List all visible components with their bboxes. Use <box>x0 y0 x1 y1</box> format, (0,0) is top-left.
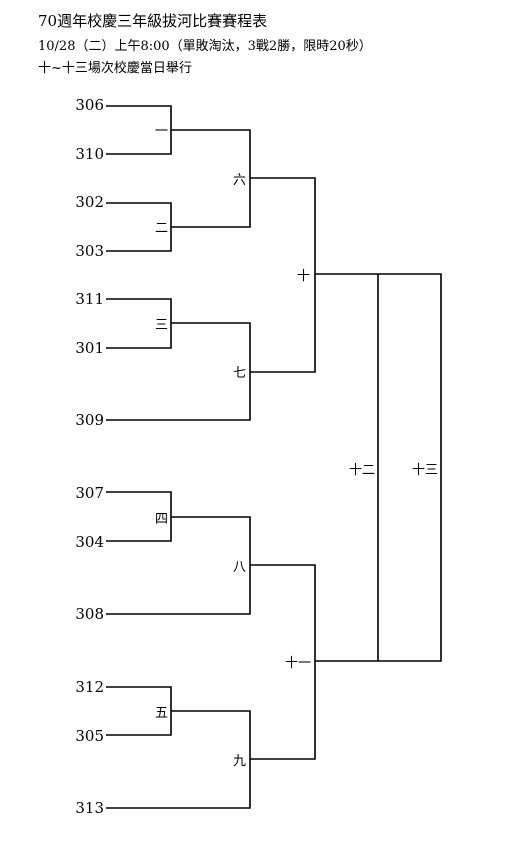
team-label: 311 <box>75 290 104 308</box>
team-label: 312 <box>75 678 104 696</box>
schedule-subtitle: 10/28（二）上午8:00（單敗淘汰，3戰2勝，限時20秒） <box>38 39 372 54</box>
team-label: 307 <box>75 484 104 502</box>
bracket-connector <box>106 322 251 421</box>
bracket-connector <box>250 177 316 373</box>
team-label: 309 <box>75 411 104 429</box>
bracket-connector <box>106 710 251 809</box>
match-label: 十三 <box>412 463 438 478</box>
schedule-note: 十~十三場次校慶當日舉行 <box>38 61 192 76</box>
match-label: 五 <box>155 706 168 721</box>
match-label: 三 <box>155 318 168 333</box>
match-label: 二 <box>155 221 168 236</box>
match-label: 十二 <box>349 463 375 478</box>
match-label: 六 <box>233 173 246 188</box>
bracket-connector <box>250 564 316 760</box>
match-label: 九 <box>233 754 246 769</box>
match-label: 十 <box>297 269 310 284</box>
team-label: 313 <box>75 799 104 817</box>
page-title: 70週年校慶三年級拔河比賽賽程表 <box>38 12 268 30</box>
match-label: 四 <box>155 512 168 527</box>
team-label: 305 <box>75 727 104 745</box>
team-label: 303 <box>75 242 104 260</box>
team-label: 306 <box>75 96 104 114</box>
bracket-lines <box>106 105 442 809</box>
team-label: 301 <box>75 339 104 357</box>
team-label: 310 <box>75 145 104 163</box>
match-label: 八 <box>233 560 246 575</box>
team-label: 302 <box>75 193 104 211</box>
match-label: 十一 <box>285 656 311 671</box>
team-label: 308 <box>75 605 104 623</box>
bracket-connector <box>106 516 251 615</box>
match-label: 七 <box>233 366 246 381</box>
match-label: 一 <box>155 124 168 139</box>
team-label: 304 <box>75 533 104 551</box>
